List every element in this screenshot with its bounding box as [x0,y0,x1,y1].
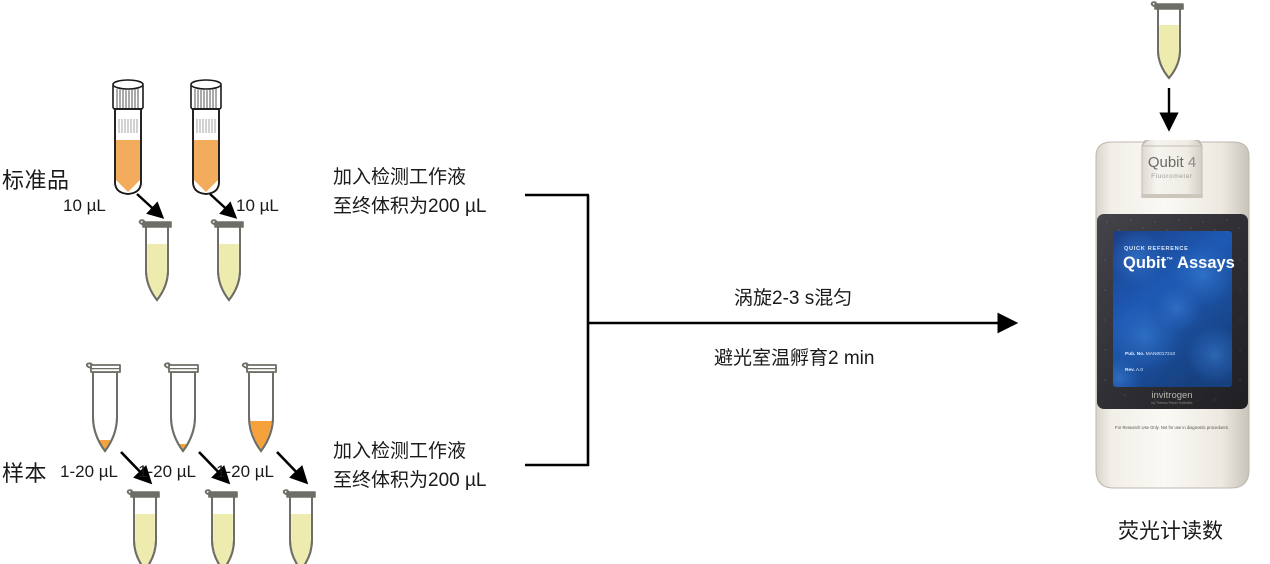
transfer-arrow-sample-2 [195,448,243,492]
sample-tube-1 [85,362,128,453]
transfer-arrow-sample-3 [273,448,321,492]
screen-rev: Rev. A.0 [1125,367,1143,373]
mid-step-vortex: 涡旋2-3 s混匀 [734,288,853,309]
sample-assay-tube-1 [126,489,168,564]
transfer-volume-standard-2: 10 µL [236,196,279,215]
brand-subtitle: by Thermo Fisher Scientific [1151,401,1192,405]
screen-heading: Qubit™ Assays [1123,254,1235,272]
standard-step-line-1: 加入检测工作液 [333,167,467,188]
standard-vial-2 [184,79,228,199]
transfer-arrow-sample-1 [117,448,165,492]
standard-assay-tube-1 [138,219,180,302]
standard-vial-1 [106,79,150,199]
qubit-fluorometer-device[interactable]: Qubit 4 Fluorometer [1085,129,1260,505]
device-lid-subtitle: Fluorometer [1151,173,1193,180]
sample-assay-tube-3 [282,489,324,564]
sample-step-line-2: 至终体积为200 µL [333,470,487,491]
transfer-volume-sample-2: 1-20 µL [138,462,196,481]
device-lid-title: Qubit 4 [1148,154,1196,171]
instrument-caption: 荧光计读数 [1118,520,1223,543]
load-down-arrow [1159,86,1182,136]
loaded-assay-tube [1150,1,1192,80]
transfer-arrow-standard-2 [206,190,246,226]
sample-step-line-1: 加入检测工作液 [333,441,467,462]
sample-tube-2 [163,362,206,453]
transfer-volume-sample-1: 1-20 µL [60,462,118,481]
sample-assay-tube-2 [204,489,246,564]
row-label-sample: 样本 [2,461,48,486]
transfer-volume-sample-3: 1-20 µL [216,462,274,481]
screen-eyebrow: QUICK REFERENCE [1124,246,1189,252]
mid-step-incubate: 避光室温孵育2 min [714,348,875,369]
standard-assay-tube-2 [210,219,252,302]
transfer-arrow-standard-1 [133,190,173,226]
sample-tube-3 [241,362,284,453]
row-label-standard: 标准品 [2,168,70,193]
device-footer-note: For Research Use Only. Not for use in di… [1115,425,1229,430]
screen-pub-no: Pub. No. MAN0017210 [1125,351,1175,357]
transfer-volume-standard-1: 10 µL [63,196,106,215]
merge-bracket-and-main-arrow [525,185,1035,485]
standard-step-line-2: 至终体积为200 µL [333,196,487,217]
brand-invitrogen: invitrogen [1151,390,1192,401]
